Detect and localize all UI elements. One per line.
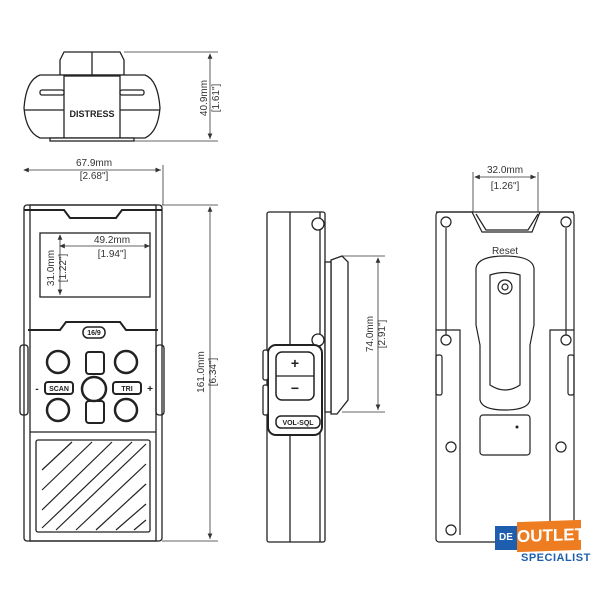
tri-key[interactable]: TRI: [121, 386, 132, 393]
key-16-9-badge[interactable]: 16/9: [87, 330, 101, 337]
front-height-mm: 161.0mm: [196, 351, 207, 393]
clip-height-in: [2.91"]: [377, 319, 388, 348]
front-width-in: [2.68"]: [80, 171, 109, 182]
distress-label: DISTRESS: [69, 109, 114, 119]
de-outlet-logo: DE OUTLET SPECIALIST: [495, 517, 595, 577]
reset-label: Reset: [492, 246, 518, 257]
logo-outlet: OUTLET: [517, 519, 585, 553]
screen-width-mm: 49.2mm: [94, 235, 130, 246]
volume-down-key[interactable]: −: [291, 380, 299, 396]
scan-key[interactable]: SCAN: [49, 386, 69, 393]
front-width-dimension: [23, 165, 164, 205]
reset-button[interactable]: [515, 425, 519, 429]
clip-height-mm: 74.0mm: [365, 316, 376, 352]
front-view: [19, 204, 165, 542]
top-height-dimension: [124, 51, 218, 142]
clip-width-in: [1.26"]: [491, 181, 520, 192]
top-height-in: [1.61"]: [211, 83, 222, 112]
screen-width-in: [1.94"]: [98, 249, 127, 260]
minus-label: -: [35, 384, 38, 395]
volume-up-key[interactable]: +: [291, 355, 299, 371]
clip-width-mm: 32.0mm: [487, 165, 523, 176]
front-height-in: [6.34"]: [208, 357, 219, 386]
screen-height-mm: 31.0mm: [46, 250, 57, 286]
front-width-mm: 67.9mm: [76, 158, 112, 169]
back-view: [435, 211, 575, 543]
logo-specialist: SPECIALIST: [521, 552, 591, 564]
top-view: [23, 51, 161, 142]
top-height-mm: 40.9mm: [199, 80, 210, 116]
plus-label: +: [147, 384, 153, 395]
side-view: [262, 211, 349, 543]
vol-sql-key[interactable]: VOL-SQL: [282, 420, 314, 427]
screen-height-in: [1.22"]: [58, 253, 69, 282]
logo-de: DE: [495, 526, 517, 550]
